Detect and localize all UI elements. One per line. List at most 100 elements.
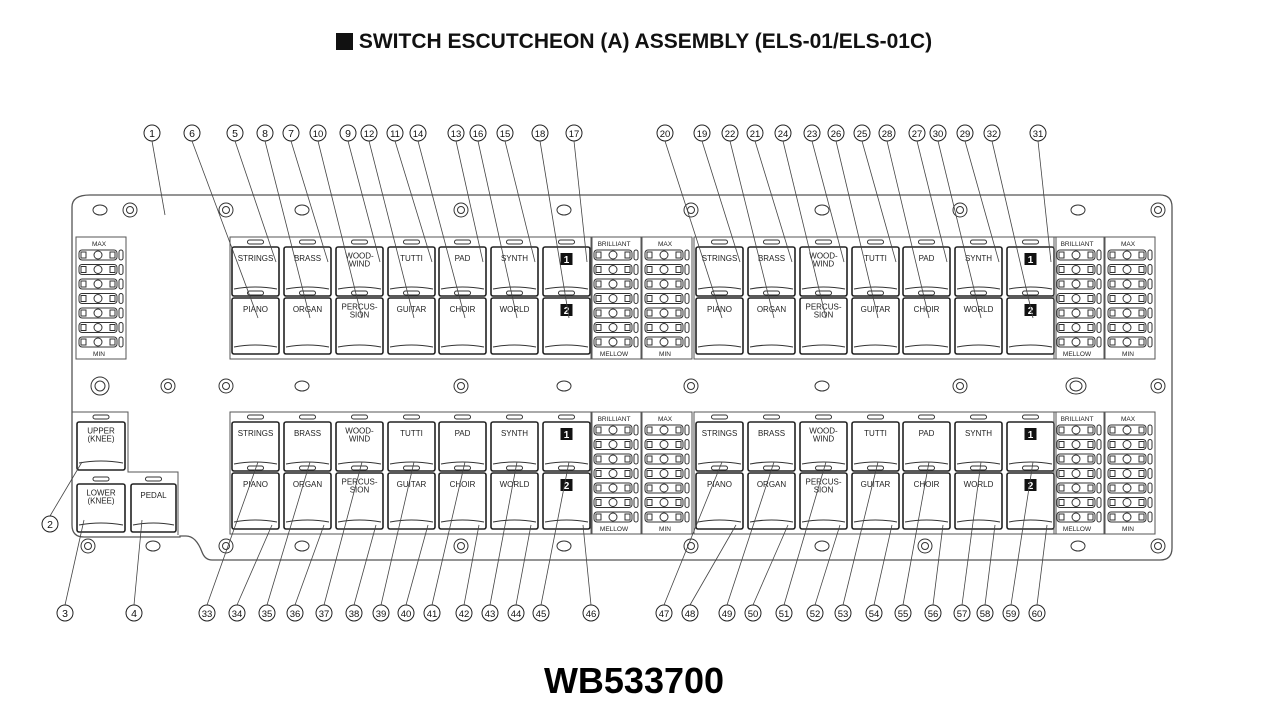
led-pill	[1147, 439, 1153, 450]
level-led	[659, 440, 669, 449]
level-led-row	[78, 293, 118, 304]
lamp-indicator	[506, 239, 523, 245]
screw-hole-inner	[222, 542, 230, 550]
level-led-row	[1107, 264, 1147, 275]
level-led-row	[1056, 453, 1096, 465]
diagram-title: SWITCH ESCUTCHEON (A) ASSEMBLY (ELS-01/E…	[0, 30, 1268, 54]
upper-button-brass: BRASS	[283, 239, 332, 297]
led-segment	[109, 266, 116, 273]
led-segment	[595, 513, 602, 521]
led-segment	[1087, 266, 1094, 273]
level-led	[1071, 469, 1081, 478]
led-segment	[646, 338, 653, 346]
led-segment	[624, 426, 631, 434]
button-face	[490, 297, 539, 355]
button-bevel	[132, 522, 175, 526]
level-led-row	[593, 293, 633, 304]
level-led	[659, 483, 669, 493]
button-bevel	[337, 344, 382, 348]
led-segment	[1138, 280, 1145, 288]
callout-29-number: 29	[960, 129, 971, 140]
button-bevel	[749, 461, 794, 465]
level-led	[659, 512, 669, 522]
level-led	[93, 323, 103, 332]
callout-30-circle	[929, 124, 947, 142]
slot-hole	[1070, 540, 1086, 552]
button-face	[954, 472, 1003, 530]
button-label-line: CHOIR	[914, 480, 940, 489]
callout-30-leader	[937, 140, 982, 319]
lower2-brilliance-frame	[1053, 411, 1105, 535]
led-pill	[118, 336, 124, 348]
level-led	[1122, 337, 1132, 347]
upper1-brilliance-top-label: BRILLIANT	[598, 241, 631, 248]
button-label: UPPER(KNEE)	[87, 427, 115, 444]
level-led-row	[1107, 249, 1147, 261]
led-segment	[624, 338, 631, 346]
led-pill	[1147, 424, 1153, 436]
button-label-line: WIND	[813, 435, 835, 444]
button-face	[799, 472, 848, 530]
led-pill	[118, 307, 124, 319]
button-label-line: PIANO	[707, 480, 732, 489]
screw-hole-inner	[1154, 206, 1162, 214]
lamp-indicator	[403, 290, 420, 296]
button-bevel	[233, 344, 278, 348]
led-segment	[1087, 513, 1094, 521]
callout-15-number: 15	[500, 129, 511, 140]
button-face	[954, 421, 1003, 472]
callout-20-leader	[664, 140, 723, 319]
led-segment	[109, 324, 116, 331]
callout-56-circle	[924, 604, 942, 622]
led-pill	[684, 482, 690, 494]
callout-17-circle	[565, 124, 583, 142]
level-led	[608, 512, 618, 522]
callout-5-circle	[226, 124, 244, 142]
callout-6-circle	[183, 124, 201, 142]
level-led-row	[644, 453, 684, 465]
lamp-indicator	[558, 290, 575, 296]
button-label-line: PERCUS-	[805, 478, 841, 487]
led-pill	[1147, 249, 1153, 261]
led-segment	[1109, 309, 1116, 317]
upper1-brilliance-bottom-label-line: MELLOW	[600, 351, 629, 358]
level-led-row	[644, 468, 684, 479]
lower2-button-group	[693, 411, 1057, 535]
lamp-indicator	[506, 465, 523, 471]
button-bevel	[440, 461, 485, 465]
upper2-button-pad: PAD	[902, 239, 951, 297]
button-bevel	[492, 519, 537, 523]
level-led-row	[1056, 439, 1096, 450]
led-segment	[1058, 324, 1065, 331]
callout-19-number: 19	[697, 129, 708, 140]
callout-56-leader	[932, 524, 944, 606]
level-led	[1071, 250, 1081, 260]
square-bullet-icon	[335, 33, 353, 50]
pedal-button: PEDAL	[130, 476, 177, 533]
button-bevel	[956, 286, 1001, 290]
led-segment	[1058, 484, 1065, 492]
led-segment	[1087, 455, 1094, 463]
lamp-indicator	[299, 414, 316, 420]
lower-button-organ: ORGAN	[283, 465, 332, 530]
button-label: PAD	[919, 429, 935, 438]
button-label-line: GUITAR	[397, 480, 427, 489]
button-bevel	[544, 461, 589, 465]
callout-50-leader	[752, 524, 789, 606]
led-segment	[1109, 266, 1116, 273]
button-label-line: SION	[814, 486, 834, 495]
led-pill	[684, 264, 690, 275]
number-box-icon	[560, 428, 573, 440]
screw-hole	[218, 538, 234, 554]
led-segment	[1109, 280, 1116, 288]
callout-6-leader	[191, 140, 259, 319]
level-led	[1071, 454, 1081, 464]
button-bevel	[337, 519, 382, 523]
callout-17-number: 17	[569, 129, 580, 140]
led-segment	[80, 295, 87, 302]
lower2-volume-frame	[641, 411, 693, 535]
callout-2-circle	[41, 515, 59, 533]
level-led	[1071, 512, 1081, 522]
button-number: 2	[564, 306, 570, 317]
button-label: ORGAN	[293, 480, 323, 489]
